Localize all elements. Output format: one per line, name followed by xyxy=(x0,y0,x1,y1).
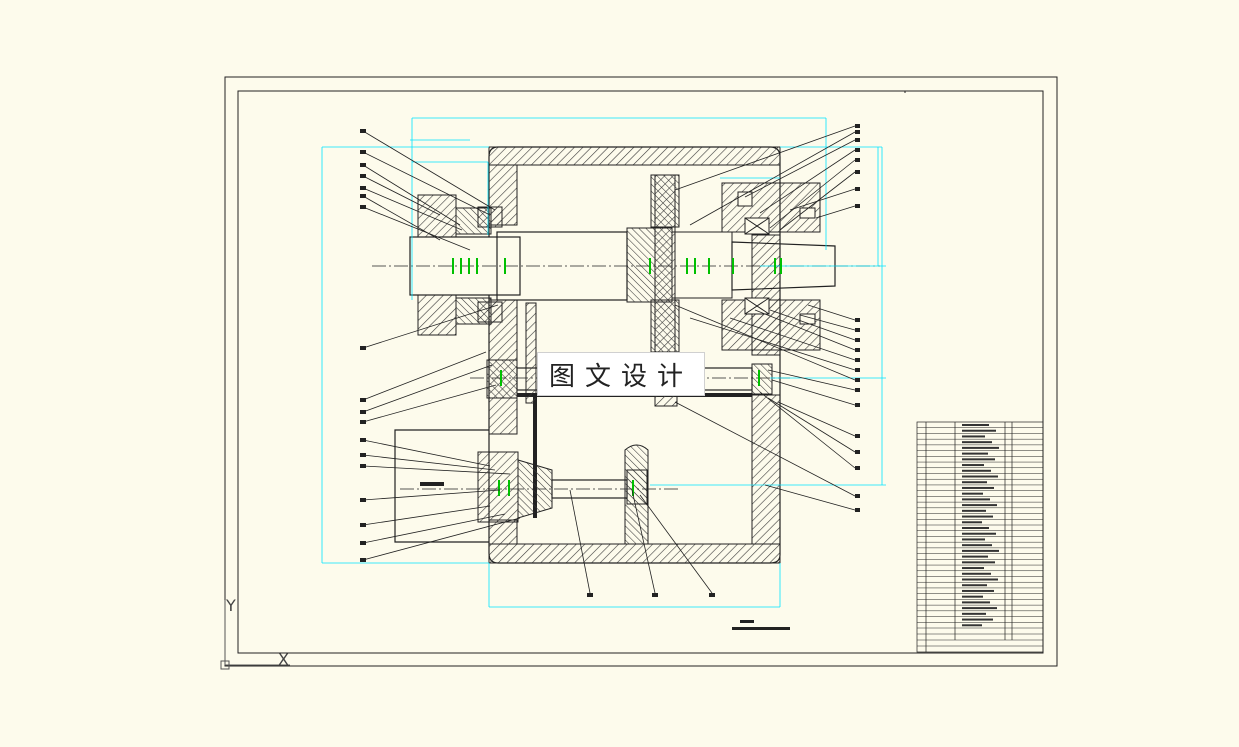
title-block-cell-text xyxy=(962,481,987,484)
title-block-cell-text xyxy=(962,555,988,558)
title-block-cell-text xyxy=(962,435,985,438)
section-label xyxy=(732,620,790,630)
title-block-cell-text xyxy=(962,601,990,604)
middle-shaft xyxy=(486,302,773,407)
title-block-cell-text xyxy=(962,458,995,461)
title-block-cell-text xyxy=(962,527,989,529)
ucs-x-label: X xyxy=(278,650,289,669)
large-spur-gear xyxy=(650,174,680,354)
title-block-cell-text xyxy=(962,618,993,621)
title-block-cell-text xyxy=(962,544,992,547)
diameter-markers xyxy=(452,258,782,496)
title-block-cell-text xyxy=(962,607,997,610)
title-block-cell-text xyxy=(962,532,996,535)
title-block xyxy=(916,421,1044,653)
title-block-cell-text xyxy=(962,446,999,449)
inner-drawing-frame xyxy=(237,90,1044,654)
title-block-cell-text xyxy=(962,464,984,467)
title-block-cell-text xyxy=(962,612,986,615)
title-block-cell-text xyxy=(962,589,994,592)
title-block-cell-text xyxy=(962,595,983,598)
leader-lines-bottom xyxy=(569,489,713,594)
title-block-cell-text xyxy=(962,424,989,426)
title-block-cell-text xyxy=(962,504,997,507)
title-block-cell-text xyxy=(962,492,983,495)
title-block-cell-text xyxy=(962,561,995,564)
outer-sheet-border xyxy=(224,76,1058,667)
title-block-cell-text xyxy=(962,469,991,472)
title-block-cell-text xyxy=(962,515,993,518)
title-block-cell-text xyxy=(962,578,998,581)
watermark-banner: 图文设计 xyxy=(537,352,705,396)
leader-lines-right xyxy=(674,125,856,511)
title-block-cell-text xyxy=(962,584,987,587)
title-block-cell-text xyxy=(962,549,999,552)
title-block-cell-text xyxy=(962,509,986,512)
title-block-rows xyxy=(917,424,1043,647)
title-block-cell-text xyxy=(962,624,982,627)
title-block-cell-text xyxy=(962,521,982,524)
ucs-icon xyxy=(220,600,290,670)
leader-lines-left xyxy=(362,130,521,561)
title-block-cell-text xyxy=(962,486,994,489)
right-bearing-assembly xyxy=(721,182,821,351)
title-block-cell-text xyxy=(962,567,984,570)
title-block-cell-text xyxy=(962,429,996,432)
title-block-cell-text xyxy=(962,475,998,478)
title-block-cell-text xyxy=(962,538,985,541)
title-block-cell-text xyxy=(962,572,991,575)
title-block-cell-text xyxy=(962,441,992,444)
callout-labels xyxy=(360,124,860,597)
title-block-cell-text xyxy=(962,452,988,455)
ucs-y-label: Y xyxy=(226,596,236,615)
title-block-cell-text xyxy=(962,498,990,501)
